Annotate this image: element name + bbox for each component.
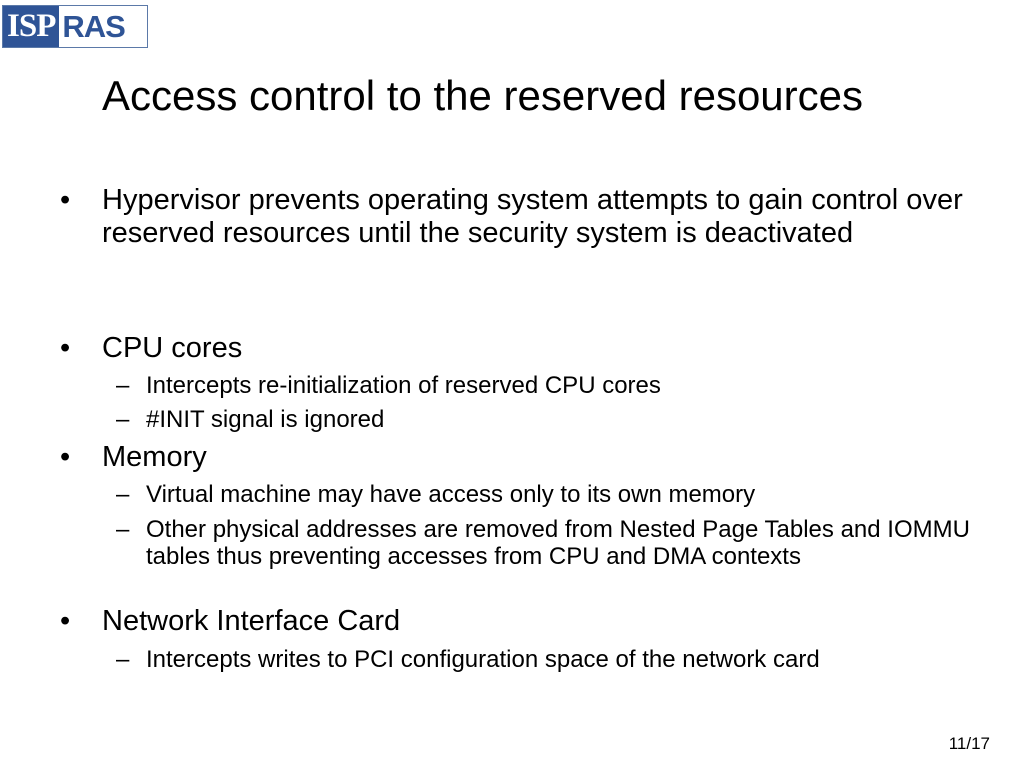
sub-bullet-pci-writes: – Intercepts writes to PCI configuration… (116, 646, 986, 673)
sub-bullet-dash: – (116, 646, 130, 673)
bullet-dot: • (60, 441, 71, 473)
sub-bullet-text: Other physical addresses are removed fro… (146, 516, 970, 570)
sub-bullet-text: Intercepts re-initialization of reserved… (146, 372, 661, 399)
sub-bullet-init-signal: – #INIT signal is ignored (116, 406, 986, 433)
slide-page-number: 11/17 (948, 734, 990, 753)
bullet-dot: • (60, 332, 71, 364)
bullet-dot: • (60, 605, 71, 637)
slide-title: Access control to the reserved resources (102, 72, 864, 119)
bullet-network-card: • Network Interface Card (60, 605, 982, 638)
sub-bullet-physical-addresses: – Other physical addresses are removed f… (116, 516, 986, 570)
bullet-text: Memory (102, 441, 207, 473)
sub-bullet-text: #INIT signal is ignored (146, 406, 385, 433)
sub-bullet-dash: – (116, 481, 130, 508)
sub-bullet-dash: – (116, 516, 130, 543)
sub-bullet-dash: – (116, 372, 130, 399)
bullet-dot: • (60, 184, 71, 216)
bullet-memory: • Memory (60, 441, 982, 474)
sub-bullet-text: Virtual machine may have access only to … (146, 481, 756, 508)
logo-isp-text: ISP (3, 6, 58, 47)
bullet-text: CPU cores (102, 332, 243, 364)
sub-bullet-cpu-reinit: – Intercepts re-initialization of reserv… (116, 372, 986, 399)
bullet-cpu-cores: • CPU cores (60, 332, 982, 365)
bullet-text: Hypervisor prevents operating system att… (102, 184, 963, 249)
bullet-hypervisor: • Hypervisor prevents operating system a… (60, 184, 982, 250)
ispras-logo: ISP RAS (2, 5, 148, 48)
sub-bullet-vm-memory: – Virtual machine may have access only t… (116, 481, 986, 508)
bullet-text: Network Interface Card (102, 605, 401, 637)
sub-bullet-text: Intercepts writes to PCI configuration s… (146, 646, 820, 673)
logo-ras-text: RAS (57, 6, 127, 47)
sub-bullet-dash: – (116, 406, 130, 433)
